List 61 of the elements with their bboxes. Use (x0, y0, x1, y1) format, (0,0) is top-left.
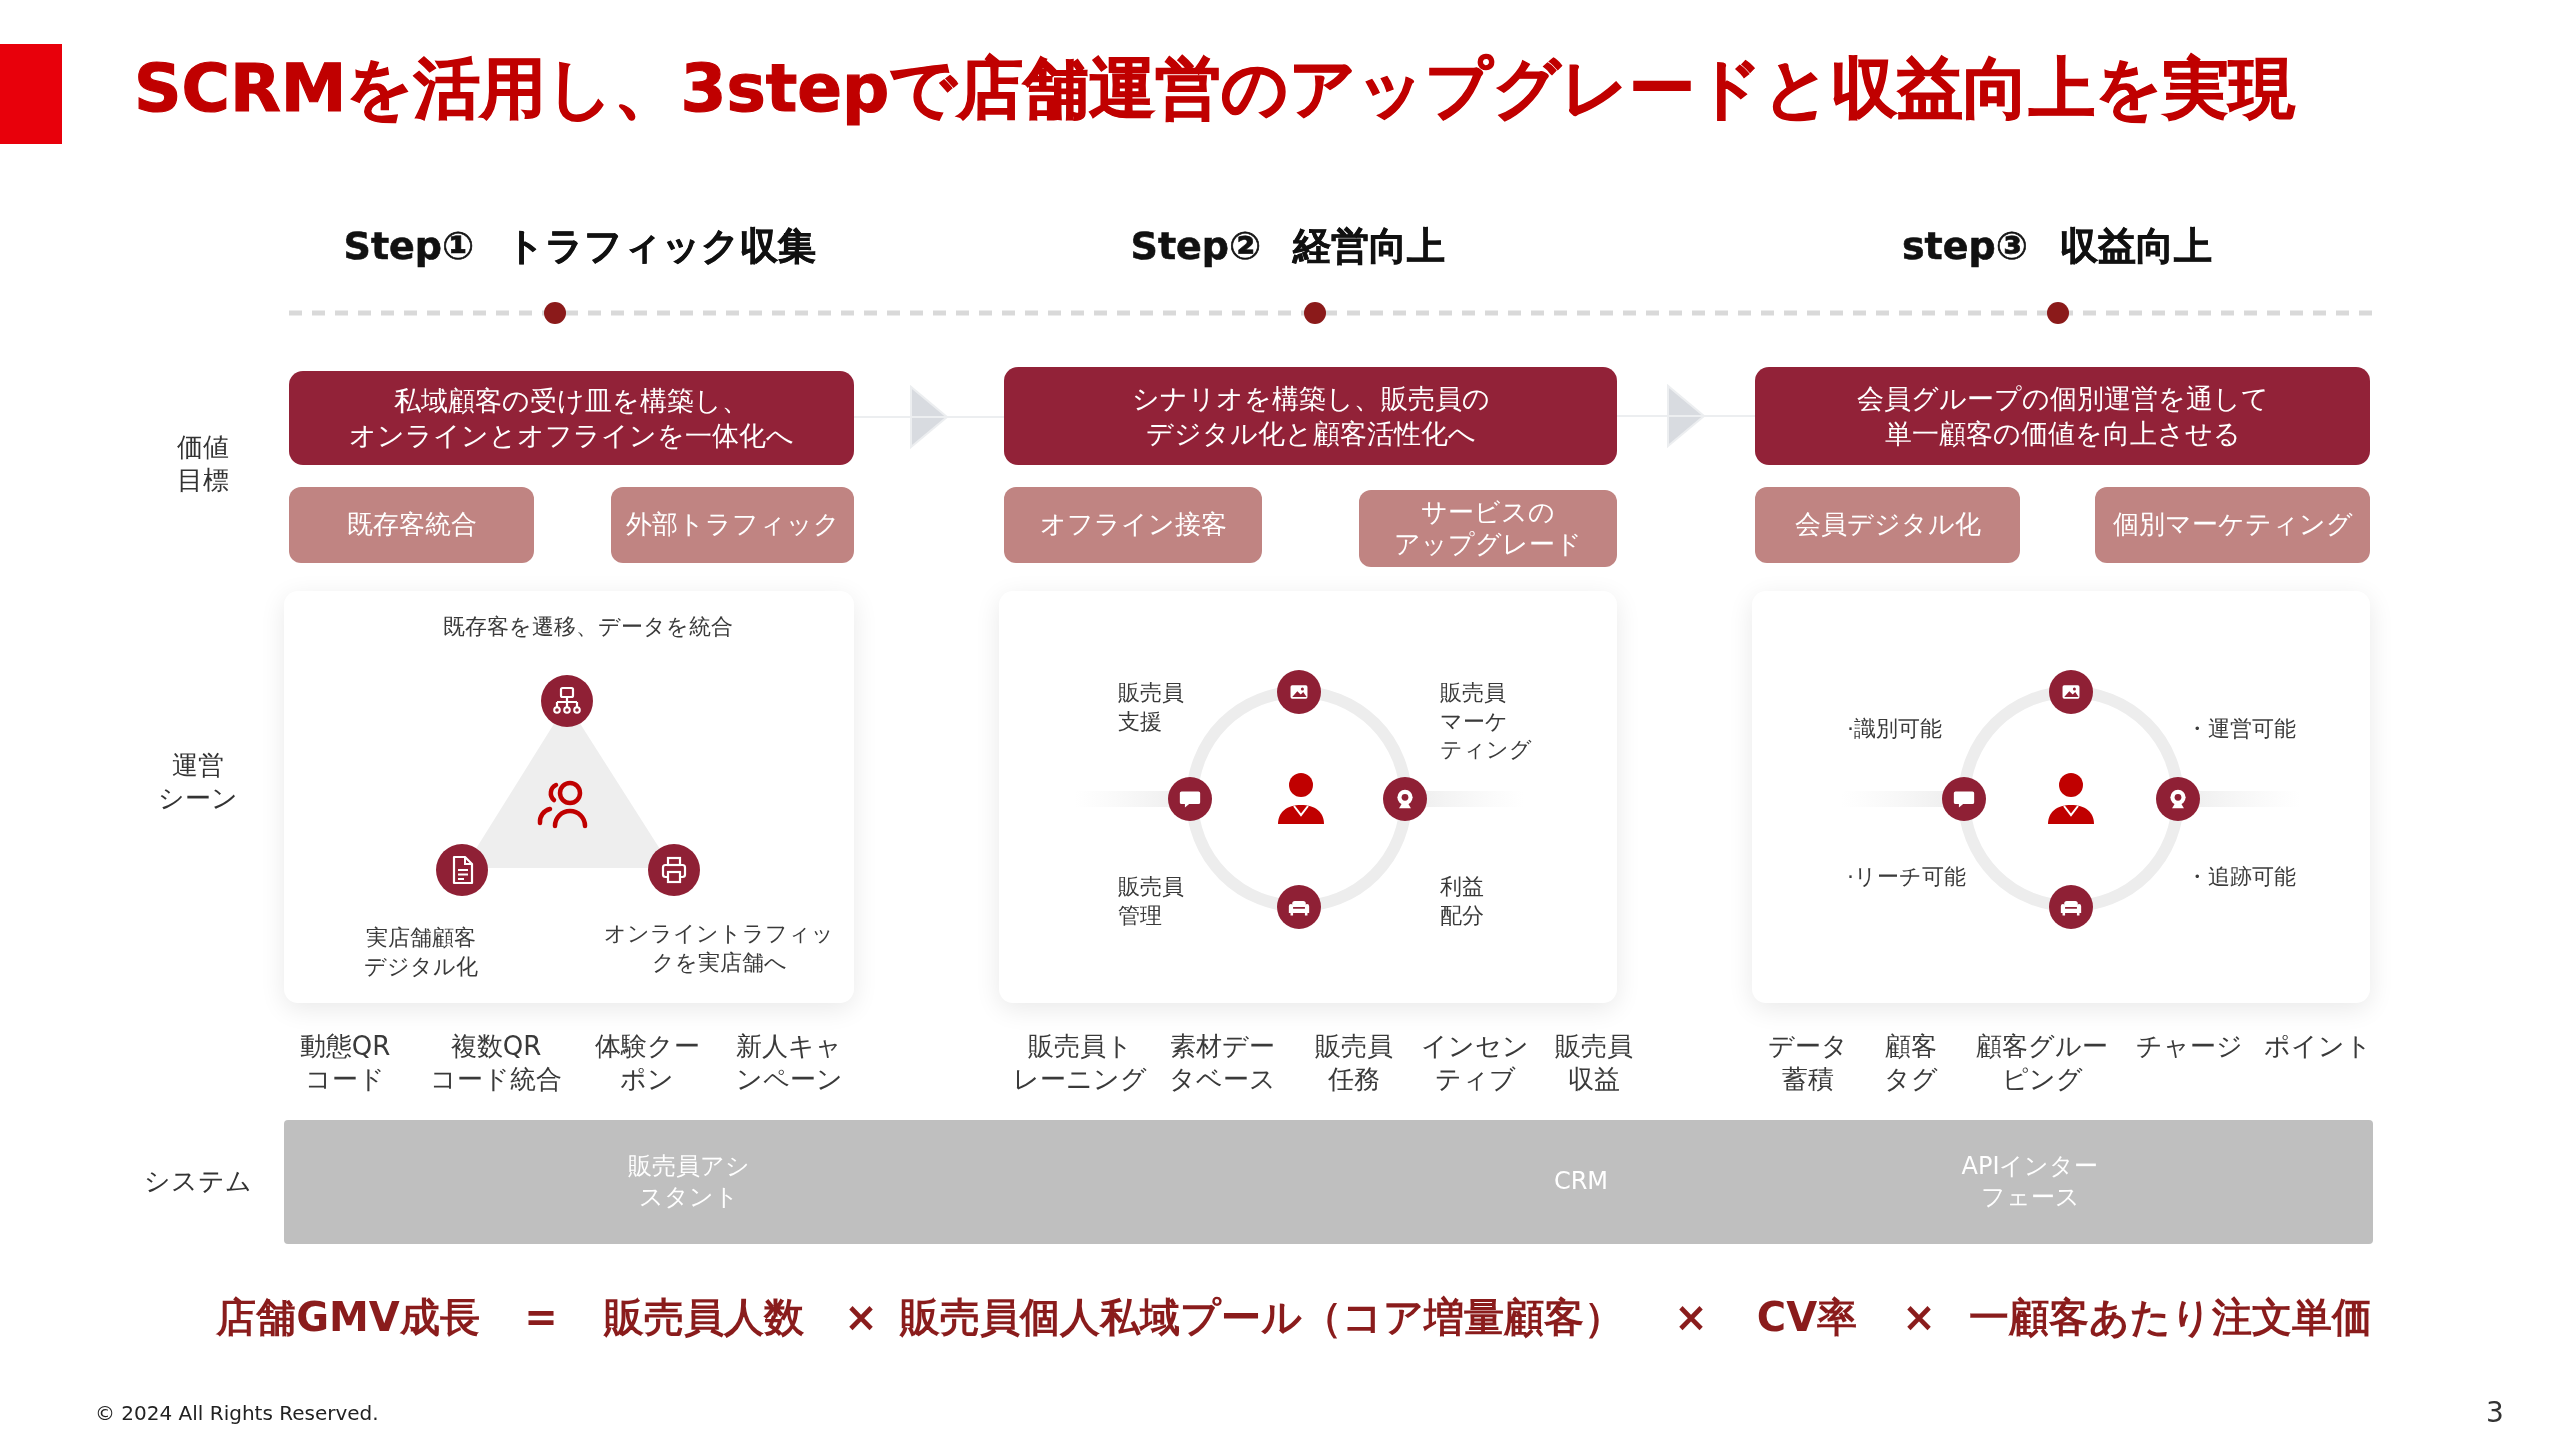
scene-caption: 実店舗顧客デジタル化 (363, 924, 479, 981)
feature-label: インセンティブ (1420, 1030, 1530, 1095)
step-heading: Step① トラフィック収集 (343, 224, 817, 270)
step-heading: step③ 収益向上 (1901, 224, 2213, 270)
chevron-arrow (853, 386, 1005, 448)
formula-term: 店舗GMV成長 (216, 1293, 480, 1341)
copyright-notice: © 2024 All Rights Reserved. (95, 1401, 379, 1425)
feature-label: ポイント (2264, 1030, 2372, 1063)
scene-caption: 既存客を遷移、データを統合 (442, 613, 734, 641)
page-number: 3 (2486, 1396, 2504, 1430)
feature-label: 新人キャンペーン (734, 1030, 844, 1095)
focus-pill: 外部トラフィック (611, 487, 854, 563)
feature-label: 複数QRコード統合 (430, 1030, 562, 1095)
scene-caption: 販売員管理 (1118, 873, 1185, 930)
scene-caption: 販売員マーケティング (1440, 679, 1533, 765)
scene-card (999, 591, 1617, 1003)
formula-term: 一顧客あたり注文単価 (1968, 1293, 2372, 1341)
focus-pill: 会員デジタル化 (1755, 487, 2020, 563)
goal-banner: 私域顧客の受け皿を構築し、オンラインとオフラインを一体化へ (289, 371, 854, 465)
feature-label: 体験クーポン (594, 1030, 700, 1095)
scene-caption: オンライントラフィックを実店舗へ (603, 920, 835, 977)
scene-card (1752, 591, 2370, 1003)
scene-caption: ・運営可能 (2186, 715, 2296, 743)
system-module-label: APIインターフェース (1960, 1150, 2100, 1213)
row-heading: システム (144, 1165, 252, 1198)
scene-caption: 利益配分 (1440, 873, 1485, 930)
feature-label: 素材データベース (1167, 1030, 1277, 1095)
focus-pill: 既存客統合 (289, 487, 534, 563)
system-module-label: 販売員アシスタント (627, 1150, 751, 1213)
feature-label: データ蓄積 (1767, 1030, 1849, 1095)
scene-caption: ・追跡可能 (2186, 863, 2296, 891)
goal-banner: シナリオを構築し、販売員のデジタル化と顧客活性化へ (1004, 367, 1617, 465)
formula-operator: × (1674, 1293, 1708, 1341)
feature-label: 販売員トレーニング (1012, 1030, 1148, 1095)
feature-label: 販売員収益 (1554, 1030, 1634, 1095)
goal-banner: 会員グループの個別運営を通して単一顧客の価値を向上させる (1755, 367, 2370, 465)
focus-pill: 個別マーケティング (2095, 487, 2370, 563)
feature-label: チャージ (2135, 1030, 2243, 1063)
chevron-arrow (1616, 385, 1756, 447)
formula-term: 販売員人数 (604, 1293, 804, 1341)
scene-caption: ·リーチ可能 (1847, 863, 1966, 891)
system-module-label: CRM (1553, 1166, 1609, 1198)
formula-operator: = (524, 1293, 558, 1341)
row-heading: 運営シーン (157, 749, 239, 814)
focus-pill: オフライン接客 (1004, 487, 1262, 563)
system-band (284, 1120, 2373, 1244)
formula-term: CV率 (1756, 1293, 1858, 1341)
formula-operator: × (1902, 1293, 1936, 1341)
scene-caption: 販売員支援 (1118, 679, 1185, 736)
scene-caption: ·識別可能 (1847, 715, 1942, 743)
feature-label: 顧客タグ (1883, 1030, 1939, 1095)
formula-term: 販売員個人私域プール（コア増量顧客） (900, 1293, 1624, 1341)
feature-label: 販売員任務 (1314, 1030, 1394, 1095)
slide-title: SCRMを活用し、3stepで店舗運営のアップグレードと収益向上を実現 (134, 49, 2296, 129)
focus-pill: サービスのアップグレード (1359, 490, 1617, 567)
step-heading: Step② 経営向上 (1130, 224, 1446, 270)
row-heading: 価値目標 (176, 431, 230, 496)
scene-card (284, 591, 854, 1003)
feature-label: 顧客グルーピング (1975, 1030, 2109, 1095)
feature-label: 動態QRコード (298, 1030, 392, 1095)
formula-operator: × (844, 1293, 878, 1341)
